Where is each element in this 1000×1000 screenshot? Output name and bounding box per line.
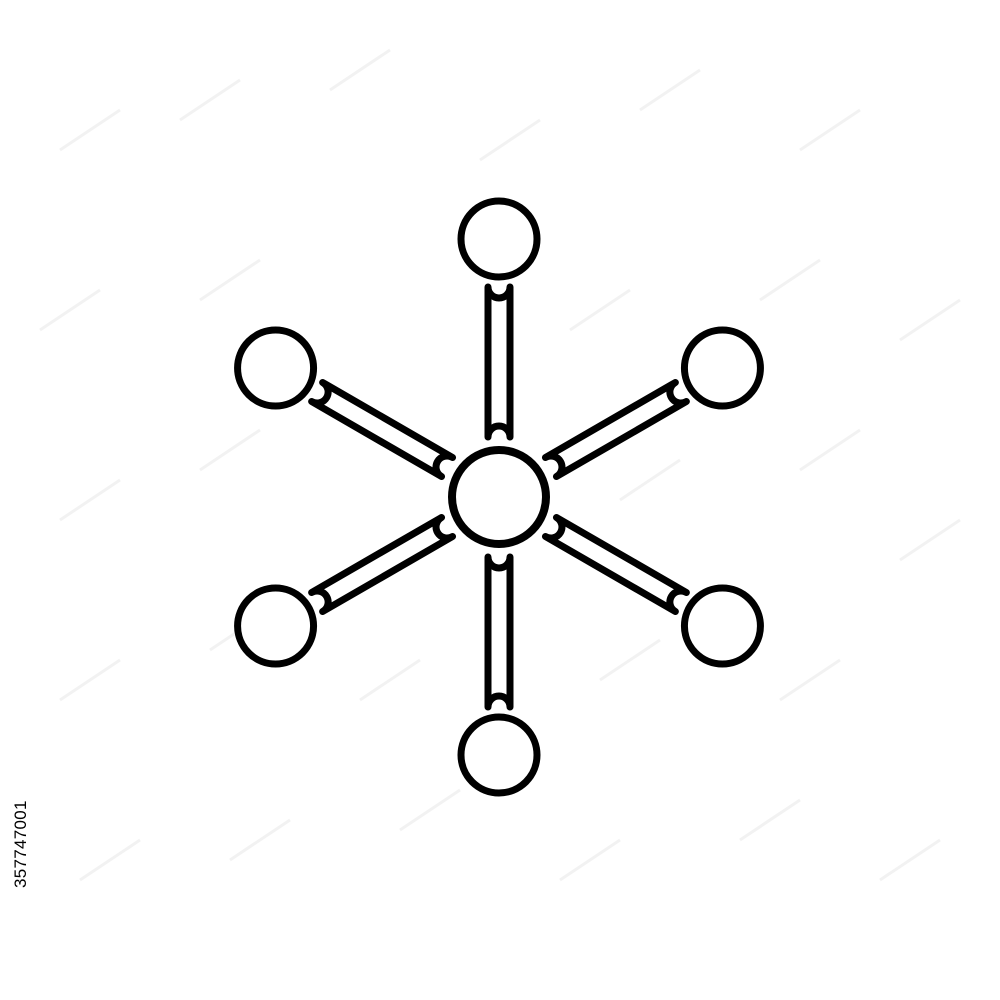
node-upper-right bbox=[680, 326, 764, 410]
spoke-lower-right bbox=[541, 513, 690, 616]
spoke-lower-left bbox=[308, 513, 457, 616]
spoke-upper-right bbox=[541, 378, 690, 481]
node-bottom bbox=[457, 713, 541, 797]
spoke-bottom bbox=[484, 553, 514, 711]
node-top bbox=[457, 197, 541, 281]
node-lower-right bbox=[680, 584, 764, 668]
spoke-upper-left bbox=[308, 378, 457, 481]
spoke-top bbox=[484, 283, 514, 441]
hub-node bbox=[448, 446, 550, 548]
node-upper-left bbox=[234, 326, 318, 410]
node-lower-left bbox=[234, 584, 318, 668]
stock-id-label: 357747001 bbox=[11, 800, 30, 888]
